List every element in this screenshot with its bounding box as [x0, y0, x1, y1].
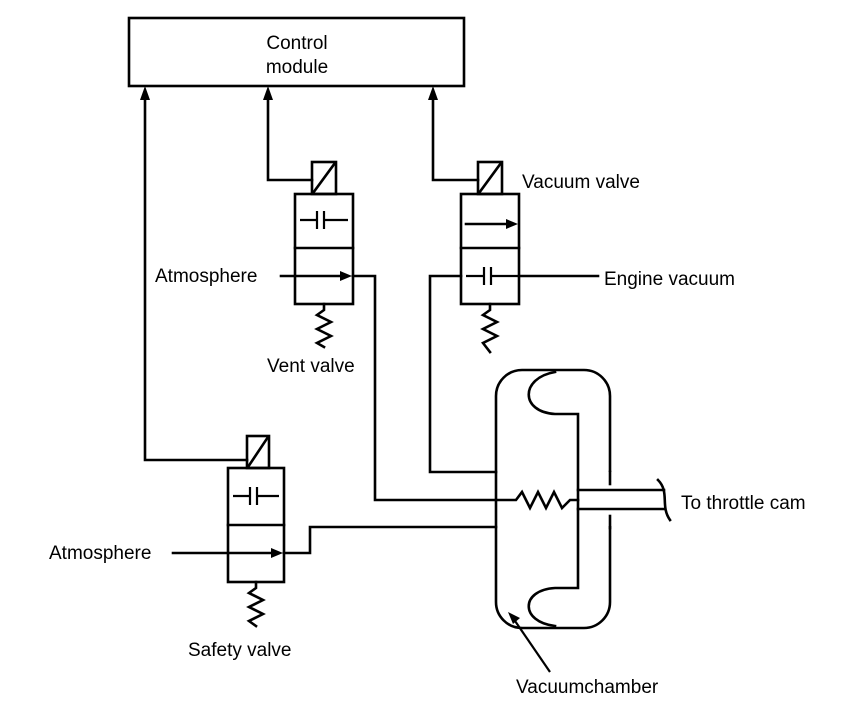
vacuum-valve-spring: [480, 302, 500, 354]
vent-valve-label: Vent valve: [267, 356, 355, 377]
safety-valve-flow-arrowhead: [271, 548, 283, 558]
control-module-label-line1: Control: [266, 33, 327, 54]
to-throttle-cam-label: To throttle cam: [681, 493, 806, 514]
control-module-box: [127, 16, 466, 88]
control-module-label-line2: module: [266, 57, 328, 78]
safety-valve-signal-wire: [143, 94, 249, 462]
signal-wires: [140, 86, 480, 462]
safety-signal-arrowhead: [140, 86, 150, 100]
vent-valve-solenoid-slash: [311, 161, 337, 195]
vent-valve-spring: [314, 302, 334, 349]
vacuum-chamber-return-spring: [494, 489, 580, 511]
safety-valve-label: Safety valve: [188, 640, 292, 661]
vacuum-valve-to-chamber-hose: [428, 274, 498, 474]
vent-valve: Atmosphere Vent valve: [155, 160, 355, 377]
vacuum-hoses: [282, 274, 498, 555]
vent-atmosphere-label: Atmosphere: [155, 266, 257, 287]
vacuum-valve-signal-wire: [431, 94, 480, 182]
vacuum-chamber-label: Vacuumchamber: [516, 677, 659, 698]
vacuum-valve-label: Vacuum valve: [522, 172, 640, 193]
vent-signal-arrowhead: [263, 86, 273, 100]
vacuum-chamber-rod-opening: [604, 472, 616, 526]
vent-valve-signal-wire: [266, 94, 314, 182]
throttle-rod-break-mark: [656, 478, 672, 522]
vacuum-chamber-leader-arrowhead: [508, 612, 520, 624]
control-module: Control module: [127, 16, 466, 88]
throttle-rod: To throttle cam: [576, 478, 806, 522]
vent-valve-flow-arrowhead: [340, 271, 352, 281]
vacuum-valve: Vacuum valve: [459, 160, 640, 354]
vacuum-chamber: Vacuumchamber: [494, 368, 659, 698]
engine-vacuum-label: Engine vacuum: [604, 269, 735, 290]
vacuum-valve-flow-arrowhead: [506, 219, 518, 229]
safety-to-chamber-hose: [282, 525, 498, 555]
vacuum-signal-arrowhead: [428, 86, 438, 100]
safety-valve: Atmosphere Safety valve: [49, 434, 292, 661]
vacuum-valve-solenoid-slash: [477, 161, 503, 195]
safety-valve-spring: [246, 580, 266, 628]
safety-atmosphere-label: Atmosphere: [49, 543, 151, 564]
vacuum-chamber-leader-line: [512, 617, 551, 673]
safety-valve-solenoid-slash: [246, 435, 270, 469]
vent-to-chamber-hose: [351, 274, 498, 502]
